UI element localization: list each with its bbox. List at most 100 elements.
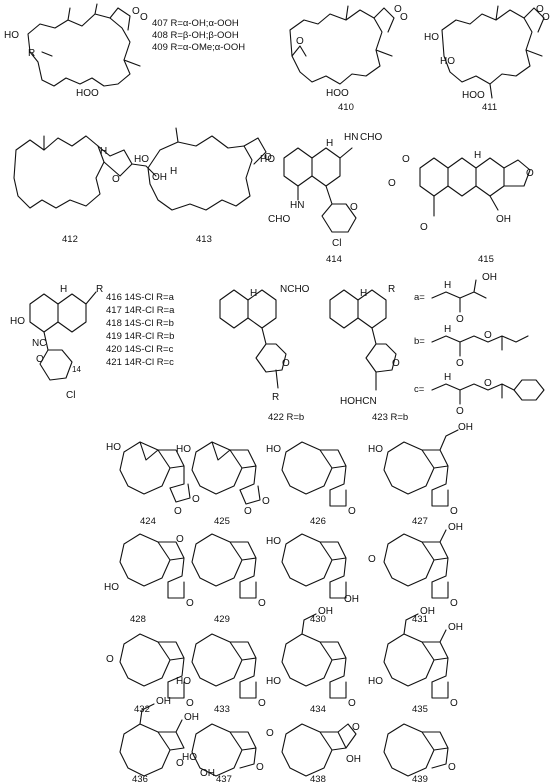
compound-number: 437 — [216, 774, 232, 784]
ho-label: HO — [176, 444, 191, 455]
h-label: H — [474, 150, 481, 161]
ho-label: HO — [10, 316, 25, 327]
nc-label: NC — [32, 338, 46, 349]
structure-430: HO OH 430 — [266, 533, 359, 625]
o-label: O — [420, 222, 428, 233]
o-label: O — [176, 758, 184, 769]
compound-number: 433 — [214, 704, 230, 715]
cho-label: CHO — [360, 132, 382, 143]
compound-number: 413 — [196, 234, 212, 245]
ho-label: HO — [4, 30, 19, 41]
o-label: O — [106, 654, 114, 665]
o-label: O — [192, 494, 200, 505]
structure-427: HO OH O 427 — [368, 422, 473, 527]
o-label: O — [456, 406, 464, 417]
o-label: O — [450, 506, 458, 517]
structure-439: O 439 — [383, 723, 456, 784]
o-label: O — [456, 358, 464, 369]
compound-number: 411 — [482, 102, 497, 113]
o-label: O — [392, 358, 400, 369]
compound-number: 427 — [412, 516, 428, 527]
ho-label: HO — [260, 154, 275, 165]
compound-number: 434 — [310, 704, 326, 715]
h-label: H — [444, 324, 451, 335]
ho-label: HO — [106, 442, 121, 453]
o-label: O — [484, 330, 492, 341]
cl-label: Cl — [332, 238, 341, 249]
o-label: O — [132, 6, 140, 17]
compound-number: 424 — [140, 516, 156, 527]
substituent-keys: a= H OH O b= H O O c= H O O — [414, 272, 545, 417]
o-label: O — [186, 698, 194, 709]
legend-416-421: 416 14S-Cl R=a 417 14R-Cl R=a 418 14S-Cl… — [106, 292, 175, 368]
legend-line: 418 14S-Cl R=b — [106, 318, 174, 329]
compound-number: 426 — [310, 516, 326, 527]
r-label: R — [272, 392, 279, 403]
o-label: O — [262, 496, 270, 507]
legend-line: 417 14R-Cl R=a — [106, 305, 175, 316]
structure-423: R H O HOHCN 423 R=b — [329, 284, 408, 423]
cl-label: Cl — [66, 390, 75, 401]
o-label: O — [450, 598, 458, 609]
h-label: H — [444, 280, 451, 291]
ho-label: HO — [266, 536, 281, 547]
h-label: H — [100, 146, 107, 157]
compound-number: 436 — [132, 774, 148, 784]
o-label: O — [348, 506, 356, 517]
compound-number: 415 — [478, 254, 494, 265]
o-label: O — [402, 154, 410, 165]
legend-line: 420 14S-Cl R=c — [106, 344, 174, 355]
o-label: O — [348, 698, 356, 709]
legend-line: 416 14S-Cl R=a — [106, 292, 175, 303]
structure-436: OH OH O 436 — [119, 696, 199, 784]
nh-label: HN — [290, 200, 304, 211]
structure-414: HO HN CHO HN CHO H O Cl 414 — [260, 132, 382, 265]
compound-number: 429 — [214, 614, 230, 625]
compound-number: 410 — [338, 102, 354, 113]
structure-426: HO O 426 — [266, 441, 356, 527]
key-b: b= — [414, 336, 425, 347]
structure-415: O O O O OH H 415 — [388, 150, 534, 265]
structure-412: O H OH 412 — [13, 135, 167, 245]
structure-438: O O OH 438 — [266, 722, 361, 784]
o-label: O — [264, 152, 272, 163]
compound-number: 439 — [412, 774, 428, 784]
compound-number: 435 — [412, 704, 428, 715]
compound-number: 430 — [310, 614, 326, 625]
r-label: R — [96, 284, 103, 295]
structure-435: OH OH HO O 435 — [368, 606, 463, 715]
legend-line: 421 14R-Cl R=c — [106, 357, 174, 368]
o-label: O — [352, 722, 360, 733]
o-label: O — [266, 728, 274, 739]
o-label: O — [258, 698, 266, 709]
h-label: H — [326, 138, 333, 149]
o-label: O — [450, 698, 458, 709]
o-label: O — [140, 12, 148, 23]
compound-number: 425 — [214, 516, 230, 527]
compound-number: 423 R=b — [372, 412, 408, 423]
compound-number: 412 — [62, 234, 78, 245]
structure-431: O OH O 431 — [368, 522, 463, 625]
oh-label: OH — [344, 594, 359, 605]
h-label: H — [60, 284, 67, 295]
key-a: a= — [414, 292, 425, 303]
ohc-label: CHO — [268, 214, 290, 225]
ho-label: HO — [368, 676, 383, 687]
compound-number: 414 — [326, 254, 342, 265]
o-label: O — [256, 762, 264, 773]
oh-label: OH — [346, 754, 361, 765]
ho-label: HO — [266, 676, 281, 687]
structure-432: O O 432 — [106, 633, 194, 715]
legend-line: 419 14R-Cl R=b — [106, 331, 174, 342]
h-label: H — [444, 372, 451, 383]
compound-number: 428 — [130, 614, 146, 625]
structure-428: HO O 428 — [104, 533, 194, 625]
ho-label: HO — [182, 752, 197, 763]
structure-425: HO O O 425 — [176, 441, 270, 527]
o-label: O — [112, 174, 120, 185]
ho-label: HO — [134, 154, 149, 165]
oh-label: OH — [200, 768, 215, 779]
structure-407-409: HO R O O HOO — [4, 3, 148, 99]
o-label: O — [176, 534, 184, 545]
hohcn-label: HOHCN — [340, 396, 377, 407]
